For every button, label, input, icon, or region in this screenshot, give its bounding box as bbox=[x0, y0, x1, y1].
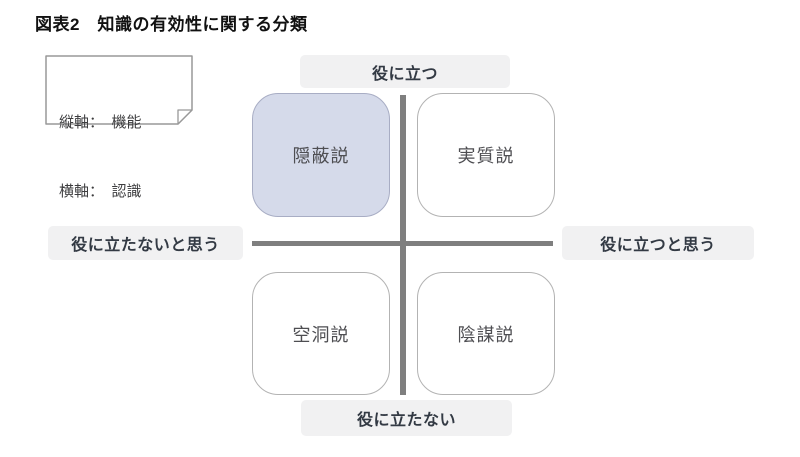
quadrant-top-left: 隠蔽説 bbox=[252, 93, 390, 217]
figure-title: 図表2 知識の有効性に関する分類 bbox=[35, 15, 308, 34]
axis-label-right: 役に立つと思う bbox=[562, 226, 754, 260]
legend-note: 縦軸： 機能 横軸： 認識 bbox=[45, 55, 193, 200]
note-line-horizontal-axis: 横軸： 認識 bbox=[59, 183, 142, 200]
quadrant-top-right: 実質説 bbox=[417, 93, 555, 217]
folded-corner-icon bbox=[177, 109, 193, 125]
quadrant-bottom-left: 空洞説 bbox=[252, 272, 390, 395]
note-line-vertical-axis: 縦軸： 機能 bbox=[59, 114, 142, 131]
axis-label-top: 役に立つ bbox=[300, 55, 510, 88]
quadrant-bottom-right: 陰謀説 bbox=[417, 272, 555, 395]
note-text: 縦軸： 機能 横軸： 認識 bbox=[59, 65, 142, 249]
note-paper-shape bbox=[45, 55, 193, 125]
axis-label-bottom: 役に立たない bbox=[301, 400, 512, 436]
axis-label-left: 役に立たないと思う bbox=[48, 226, 243, 260]
horizontal-axis-line bbox=[252, 241, 553, 246]
